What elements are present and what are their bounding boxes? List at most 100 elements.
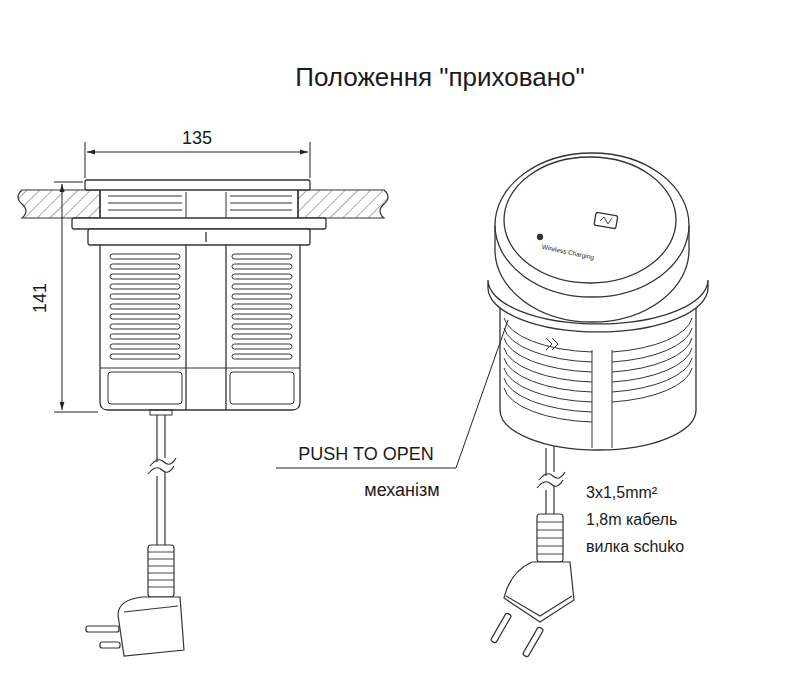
drawing-part [110, 324, 180, 329]
drawing-part [232, 274, 292, 279]
drawing-part [612, 348, 692, 382]
drawing-part [537, 522, 563, 554]
cable-and-plug-left [86, 415, 184, 656]
drawing-part [232, 294, 292, 299]
drawing-part [62, 184, 63, 410]
drawing-part [230, 203, 292, 204]
drawing-part [185, 245, 186, 410]
drawing-part [504, 388, 592, 422]
drawing-part [100, 254, 300, 415]
cable-spec: вилка schuko [586, 538, 684, 556]
drawing-part [118, 597, 184, 656]
drawing-part [110, 274, 180, 279]
drawing-part [150, 458, 176, 466]
drawing-part [612, 358, 692, 392]
drawing-part [612, 368, 692, 402]
drawing-part [86, 626, 119, 632]
drawing-part [85, 142, 86, 178]
device-marking: Wireless Charging [541, 243, 595, 261]
drawing-part [506, 596, 572, 616]
drawing-part [232, 354, 292, 359]
drawing-part [553, 486, 554, 514]
drawing-part [148, 466, 174, 474]
drawing-part [156, 415, 157, 462]
drawing-part [612, 328, 692, 362]
drawing-part [54, 412, 98, 413]
drawing-part [522, 627, 543, 658]
drawing-part [110, 344, 180, 349]
drawing-part [232, 334, 292, 339]
drawing-part [504, 157, 676, 283]
drawing-part [545, 448, 546, 476]
dimension-value: 141 [30, 283, 51, 313]
drawing-part [18, 190, 100, 218]
drawing-part [504, 368, 592, 402]
drawing-part [297, 190, 298, 218]
leader-line [276, 320, 508, 468]
drawing-part [108, 210, 182, 211]
drawing-part [108, 372, 182, 404]
drawing-part [164, 472, 165, 545]
drawing-part [537, 538, 563, 539]
drawing-part [148, 552, 174, 587]
drawing-part [537, 514, 563, 562]
drawing-part [87, 152, 308, 153]
drawing-part [148, 559, 174, 560]
drawing-part [232, 304, 292, 309]
drawing-part [99, 190, 100, 218]
drawing-part [504, 348, 592, 382]
drawing-part [110, 284, 180, 289]
drawing-part [232, 314, 292, 319]
drawing-part [490, 613, 511, 644]
drawing-part [110, 294, 180, 299]
drawing-part [148, 587, 174, 588]
drawing-part [232, 264, 292, 269]
cable-spec: 1,8m кабель [586, 511, 677, 529]
drawing-part [537, 522, 563, 523]
drawing-part [156, 476, 157, 545]
callout-label: PUSH TO OPEN [298, 444, 433, 465]
countertop [18, 190, 388, 218]
drawing-part [232, 284, 292, 289]
drawing-part [298, 190, 388, 218]
drawing-part [164, 415, 165, 458]
drawing-part [504, 358, 592, 392]
drawing-part [612, 338, 692, 372]
drawing-part [108, 196, 182, 197]
cable-spec: 3x1,5mm² [586, 484, 657, 502]
drawing-part [537, 554, 563, 555]
drawing-part [538, 235, 543, 240]
drawing-part [110, 304, 180, 309]
drawing-part [230, 210, 292, 211]
drawing-part [504, 318, 692, 448]
drawing-part [230, 196, 292, 197]
drawing-part [226, 192, 227, 218]
drawing-part [230, 372, 294, 404]
drawing-part [110, 354, 180, 359]
drawing-part [148, 580, 174, 581]
drawing-part [539, 472, 565, 480]
drawing-part [110, 334, 180, 339]
drawing-part [504, 562, 574, 622]
dimension-lines [54, 142, 310, 412]
drawing-part [186, 192, 187, 218]
drawing-part [148, 566, 174, 567]
drawing-part [537, 530, 563, 531]
drawing-part [85, 180, 310, 190]
socket-side-view [72, 180, 326, 415]
drawing-part [504, 378, 592, 412]
drawing-part [88, 229, 310, 245]
drawing-part [592, 350, 593, 448]
drawing-part [232, 324, 292, 329]
drawing-part [54, 182, 83, 183]
drawing-part [148, 573, 174, 574]
drawing-part [150, 410, 172, 415]
drawing-part [594, 212, 618, 229]
drawing-part [110, 314, 180, 319]
drawing-part [108, 192, 292, 218]
dimension-value: 135 [182, 128, 212, 149]
drawing-part [100, 642, 120, 648]
cable-and-plug-right [490, 446, 574, 657]
